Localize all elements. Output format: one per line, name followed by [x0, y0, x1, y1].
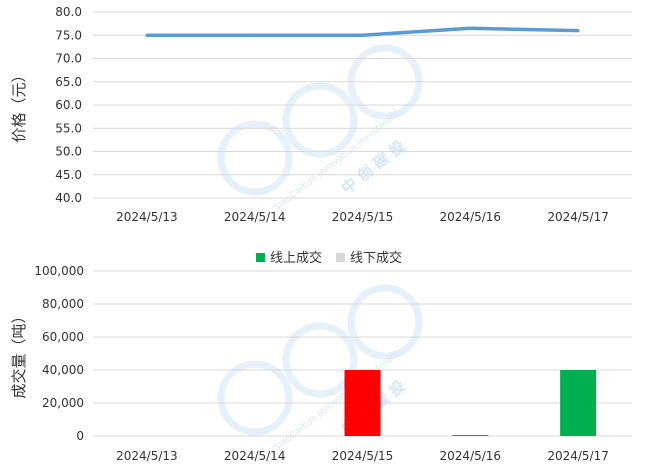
- y-tick-label: 80.0: [55, 5, 82, 19]
- x-tick-label: 2024/5/13: [116, 210, 178, 224]
- x-tick-label: 2024/5/17: [547, 449, 609, 463]
- x-tick-label: 2024/5/16: [440, 210, 502, 224]
- volume-bar-chart: 100,000 80,000 60,000 40,000 20,000 0 2024/5/1…: [10, 250, 632, 463]
- y-tick-label: 60.0: [55, 98, 82, 112]
- price-line-chart: 80.0 75.0 70.0 65.0 60.0 55.0 50.0 45.0 40.0 2024…: [10, 5, 632, 224]
- y-tick-label: 45.0: [55, 168, 82, 182]
- x-tick-label: 2024/5/13: [116, 449, 178, 463]
- price-point: [576, 29, 580, 33]
- volume-bar: [344, 370, 381, 436]
- volume-bar: [452, 435, 489, 436]
- y-tick-label: 40,000: [42, 363, 84, 377]
- y-tick-label: 60,000: [42, 330, 84, 344]
- watermark-ring: [217, 120, 293, 196]
- y-tick-label: 100,000: [34, 264, 84, 278]
- y-tick-label: 50.0: [55, 145, 82, 159]
- y-tick-label: 80,000: [42, 297, 84, 311]
- legend-swatch: [336, 253, 345, 262]
- x-tick-label: 2024/5/15: [332, 449, 394, 463]
- price-point: [253, 33, 257, 37]
- y-tick-label: 20,000: [42, 396, 84, 410]
- legend-swatch: [256, 253, 265, 262]
- legend: 线上成交 线下成交: [256, 250, 402, 266]
- watermark-ring: [217, 360, 293, 436]
- x-tick-label: 2024/5/15: [332, 210, 394, 224]
- watermark-ring: [282, 82, 358, 158]
- watermark-ring: [347, 284, 423, 360]
- x-tick-label: 2024/5/17: [547, 210, 609, 224]
- y-tick-label: 75.0: [55, 28, 82, 42]
- price-point: [468, 26, 472, 30]
- x-tick-label: 2024/5/16: [440, 449, 502, 463]
- price-point: [145, 33, 149, 37]
- volume-bar: [560, 370, 597, 436]
- y-tick-label: 0: [76, 429, 84, 443]
- y-tick-label: 55.0: [55, 121, 82, 135]
- y-tick-label: 40.0: [55, 191, 82, 205]
- y-tick-label: 70.0: [55, 52, 82, 66]
- y-axis-label: 价格（元）: [10, 67, 28, 142]
- x-tick-label: 2024/5/14: [224, 449, 286, 463]
- legend-label: 线下成交: [350, 250, 402, 266]
- watermark-ring: [282, 322, 358, 398]
- price-point: [361, 33, 364, 37]
- x-tick-label: 2024/5/14: [224, 210, 286, 224]
- y-axis-label: 成交量（吨）: [10, 308, 28, 398]
- legend-label: 线上成交: [270, 250, 322, 266]
- y-tick-label: 65.0: [55, 75, 82, 89]
